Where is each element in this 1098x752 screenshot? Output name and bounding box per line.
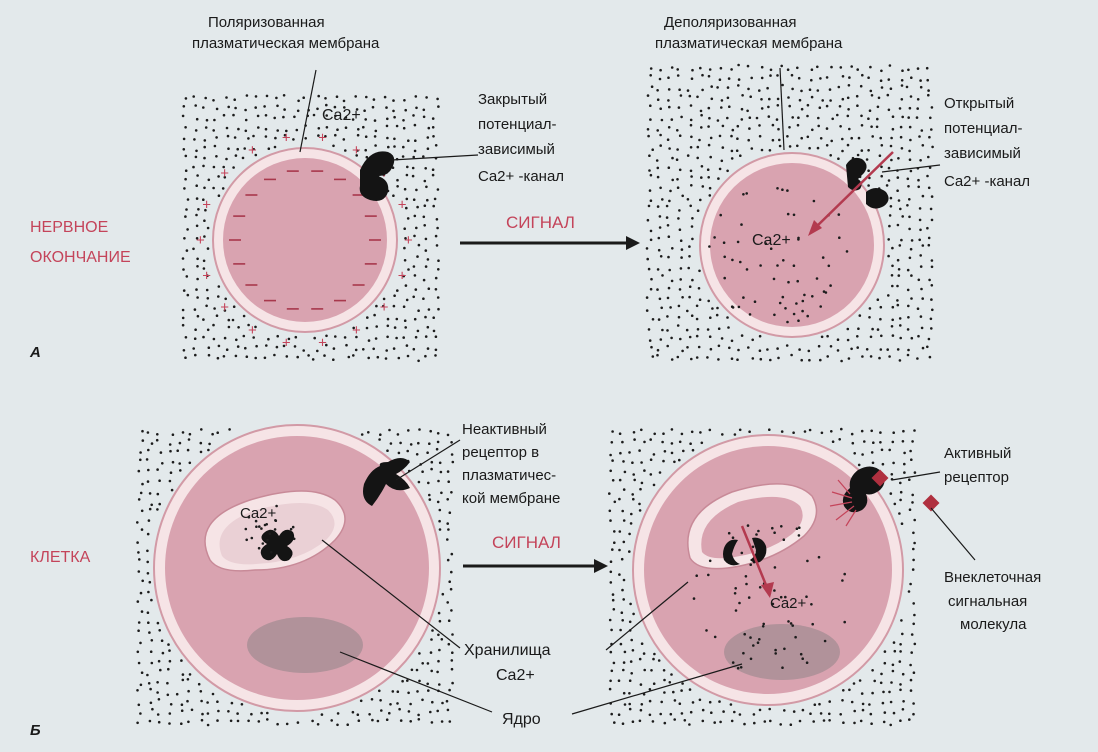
polarized-membrane-label-1: Поляризованная [208, 14, 325, 31]
svg-text:+: + [282, 334, 291, 351]
svg-text:+: + [318, 130, 327, 147]
open-channel-label-3: зависимый [944, 145, 1021, 162]
open-channel-label-4: Ca2+ -канал [944, 173, 1030, 190]
depolarized-membrane-label-1: Деполяризованная [664, 14, 796, 31]
svg-text:+: + [404, 232, 413, 249]
stores-label-2: Ca2+ [496, 667, 535, 684]
active-receptor-label-1: Активный [944, 445, 1011, 462]
signal-molecule [923, 495, 940, 512]
closed-channel-label-2: потенциал- [478, 116, 557, 133]
nerve-terminal-label-2: ОКОНЧАНИЕ [30, 249, 131, 266]
svg-text:+: + [202, 268, 211, 285]
cell-label: КЛЕТКА [30, 549, 91, 566]
svg-text:+: + [398, 268, 407, 285]
open-channel-label-1: Открытый [944, 95, 1014, 112]
svg-text:+: + [202, 196, 211, 213]
left-ion-label-a: Ca2+ [322, 107, 361, 124]
closed-channel-label-1: Закрытый [478, 91, 547, 108]
left-ion-label-b: Ca2+ [240, 505, 277, 522]
svg-text:+: + [196, 232, 205, 249]
svg-text:+: + [352, 322, 361, 339]
closed-channel-label-4: Ca2+ -канал [478, 168, 564, 185]
extracellular-label-1: Внеклеточная [944, 569, 1041, 586]
inactive-receptor-label-4: кой мембране [462, 490, 560, 507]
svg-text:+: + [248, 142, 257, 159]
signal-arrowhead-a [626, 236, 640, 250]
nucleus-label: Ядро [502, 711, 541, 728]
extracellular-label-3: молекула [960, 616, 1027, 633]
signal-arrowhead-b [594, 559, 608, 573]
svg-text:+: + [352, 142, 361, 159]
inactive-receptor-label-3: плазматичес- [462, 467, 556, 484]
open-channel-label-2: потенциал- [944, 120, 1023, 137]
inactive-receptor-label-1: Неактивный [462, 421, 547, 438]
panel-letter-b: Б [30, 722, 41, 739]
right-ion-label-b: Ca2+ [770, 595, 807, 612]
nucleus [724, 624, 840, 680]
closed-channel-icon [360, 151, 395, 201]
nucleus [247, 617, 363, 673]
signal-label-b: СИГНАЛ [492, 533, 561, 552]
depolarized-membrane-label-2: плазматическая мембрана [655, 35, 843, 52]
svg-text:+: + [248, 322, 257, 339]
svg-text:+: + [380, 299, 389, 316]
nerve-terminal-label-1: НЕРВНОЕ [30, 219, 108, 236]
svg-text:+: + [220, 299, 229, 316]
svg-text:+: + [318, 334, 327, 351]
polarized-membrane-label-2: плазматическая мембрана [192, 35, 380, 52]
right-ion-label-a: Ca2+ [752, 232, 791, 249]
active-receptor-label-2: рецептор [944, 469, 1009, 486]
inactive-receptor-label-2: рецептор в [462, 444, 539, 461]
svg-text:+: + [282, 130, 291, 147]
extracellular-label-2: сигнальная [948, 593, 1027, 610]
signal-label-a: СИГНАЛ [506, 213, 575, 232]
svg-text:+: + [220, 165, 229, 182]
stores-label-1: Хранилища [464, 642, 551, 659]
closed-channel-label-3: зависимый [478, 141, 555, 158]
panel-letter-a: А [29, 344, 41, 361]
svg-text:+: + [398, 196, 407, 213]
